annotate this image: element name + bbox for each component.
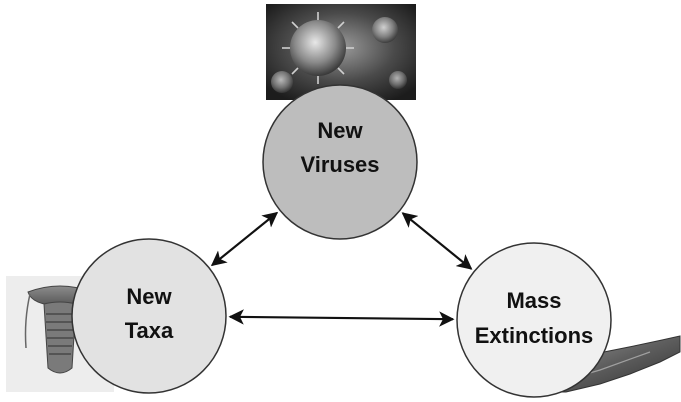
arrow-viruses-taxa xyxy=(210,211,279,267)
virus-photo xyxy=(266,4,416,100)
node-new-viruses: New Viruses xyxy=(262,84,418,240)
node-circle xyxy=(456,242,612,398)
node-label-line1: New xyxy=(317,118,363,143)
node-label-line2: Taxa xyxy=(125,318,174,343)
node-label-line1: New xyxy=(126,284,172,309)
node-circle xyxy=(262,84,418,240)
arrow-taxa-extinctions xyxy=(228,309,455,327)
node-circle xyxy=(71,238,227,394)
virus-micrograph-icon xyxy=(271,12,407,93)
node-label-line2: Extinctions xyxy=(475,323,594,348)
node-mass-extinctions: Mass Extinctions xyxy=(456,242,612,398)
node-label-line2: Viruses xyxy=(300,152,379,177)
node-label-line1: Mass xyxy=(506,288,561,313)
node-new-taxa: New Taxa xyxy=(71,238,227,394)
arrow-viruses-extinctions xyxy=(401,212,473,270)
